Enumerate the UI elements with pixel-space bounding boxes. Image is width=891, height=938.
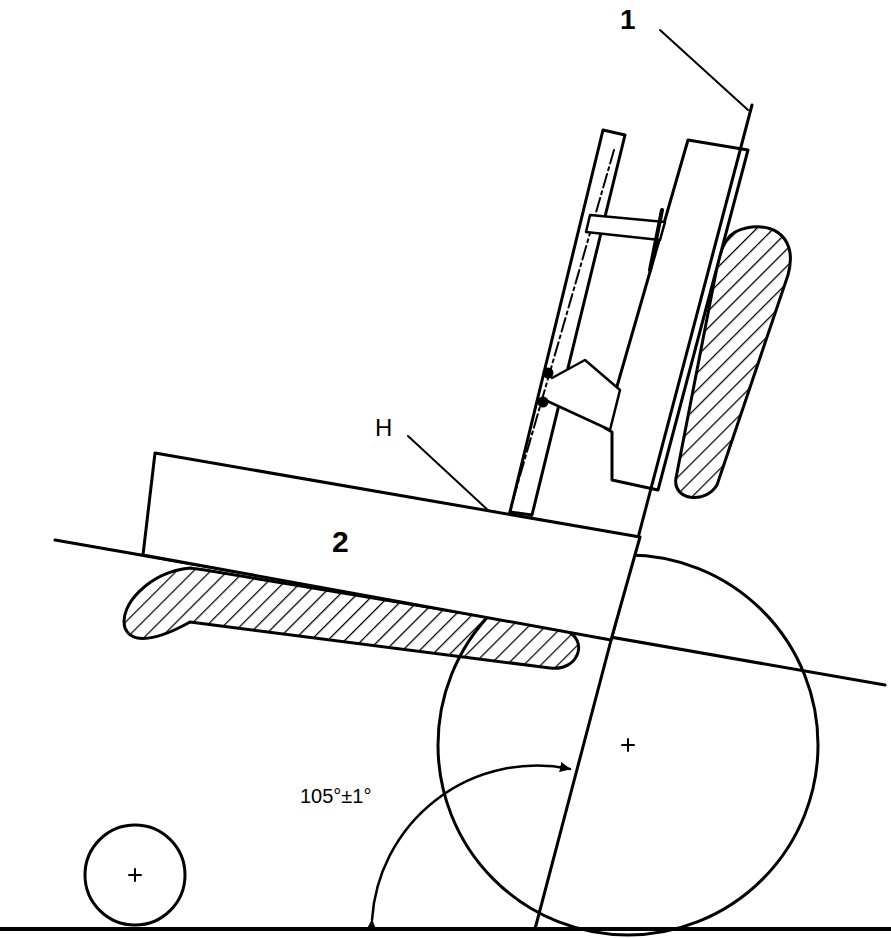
seat-block-outline — [143, 453, 643, 643]
cross-bar-rod — [650, 210, 662, 270]
probe-centerline — [500, 150, 614, 545]
pivot-dot — [544, 369, 552, 377]
pivot-dot — [539, 398, 547, 406]
callout-number: 1 — [620, 6, 636, 34]
probe-rod — [510, 130, 625, 515]
ground-line — [0, 927, 891, 931]
bracket — [545, 360, 620, 430]
seat-block-shape — [143, 453, 640, 640]
wheel-hub — [622, 739, 634, 751]
leader-line — [660, 30, 748, 110]
angle-dimension: 105°±1° — [300, 786, 371, 806]
wheel-hub — [129, 869, 141, 881]
cross-bar — [586, 215, 665, 240]
seat-block: 2 — [143, 453, 643, 643]
backrest-plane-line — [535, 105, 752, 929]
caster-wheel — [85, 825, 185, 925]
part-number: 2 — [330, 526, 351, 558]
point-label: H — [375, 416, 392, 440]
back-block — [605, 140, 748, 490]
angle-arc — [372, 766, 570, 920]
